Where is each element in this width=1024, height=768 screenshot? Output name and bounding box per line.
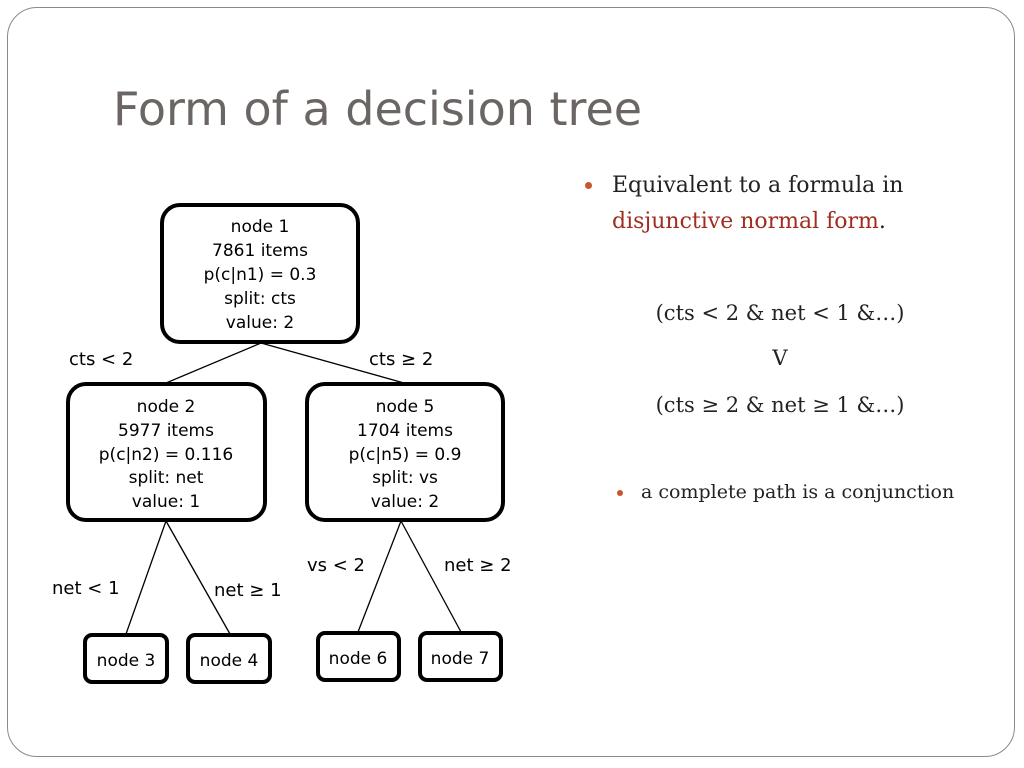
tree-node-2: node 2 5977 items p(c|n2) = 0.116 split:…: [66, 382, 267, 522]
node-7-label: node 7: [431, 649, 490, 669]
edge-label-n1-n2: cts < 2: [69, 349, 133, 370]
node-2-prob: p(c|n2) = 0.116: [99, 445, 233, 465]
bullet-main-end: .: [878, 209, 886, 234]
node-1-prob: p(c|n1) = 0.3: [204, 265, 317, 285]
node-1-split: split: cts: [224, 289, 296, 309]
node-2-items: 5977 items: [118, 421, 214, 441]
bullet-sub-text: a complete path is a conjunction: [641, 481, 955, 503]
tree-node-6: node 6: [316, 631, 401, 682]
edge-label-n5-n7: net ≥ 2: [444, 555, 512, 576]
bullet-main: Equivalent to a formula in disjunctive no…: [585, 168, 965, 240]
node-5-label: node 5: [376, 397, 435, 417]
edge-n2-n4: [165, 520, 231, 635]
edge-label-n2-n3: net < 1: [52, 578, 120, 599]
bullet-sub: a complete path is a conjunction: [617, 481, 987, 503]
bullet-sub-dot-icon: [617, 490, 623, 496]
tree-node-5: node 5 1704 items p(c|n5) = 0.9 split: v…: [305, 382, 505, 522]
node-5-split: split: vs: [372, 468, 438, 488]
bullet-main-lead: Equivalent to a formula in: [612, 173, 904, 198]
edge-n1-n5: [260, 342, 405, 384]
node-4-label: node 4: [200, 651, 259, 671]
node-2-split: split: net: [129, 468, 204, 488]
edge-n2-n3: [125, 520, 167, 635]
node-6-label: node 6: [329, 649, 388, 669]
tree-node-4: node 4: [186, 633, 272, 684]
node-1-label: node 1: [231, 217, 290, 237]
bullet-dot-icon: [585, 182, 592, 189]
edge-label-n5-n6: vs < 2: [307, 555, 365, 576]
bullet-main-text: Equivalent to a formula in disjunctive no…: [585, 168, 965, 240]
bullet-main-highlight: disjunctive normal form: [612, 209, 879, 234]
formula-line-1: (cts < 2 & net < 1 &…): [655, 301, 905, 325]
node-5-value: value: 2: [371, 492, 439, 512]
edge-label-n2-n4: net ≥ 1: [214, 580, 282, 601]
formula-line-2: (cts ≥ 2 & net ≥ 1 &…): [655, 393, 905, 417]
tree-node-1: node 1 7861 items p(c|n1) = 0.3 split: c…: [160, 203, 360, 344]
edge-label-n1-n5: cts ≥ 2: [369, 349, 433, 370]
node-2-label: node 2: [137, 397, 196, 417]
formula-or: V: [772, 346, 788, 370]
tree-node-7: node 7: [418, 631, 503, 682]
node-1-value: value: 2: [226, 313, 294, 333]
node-5-items: 1704 items: [357, 421, 453, 441]
edge-n1-n2: [165, 342, 262, 384]
tree-node-3: node 3: [83, 633, 169, 684]
edge-n5-n7: [400, 520, 462, 633]
node-3-label: node 3: [97, 651, 156, 671]
node-5-prob: p(c|n5) = 0.9: [349, 445, 462, 465]
node-1-items: 7861 items: [212, 241, 308, 261]
node-2-value: value: 1: [132, 492, 200, 512]
edge-n5-n6: [357, 520, 402, 633]
slide-title: Form of a decision tree: [113, 82, 643, 136]
